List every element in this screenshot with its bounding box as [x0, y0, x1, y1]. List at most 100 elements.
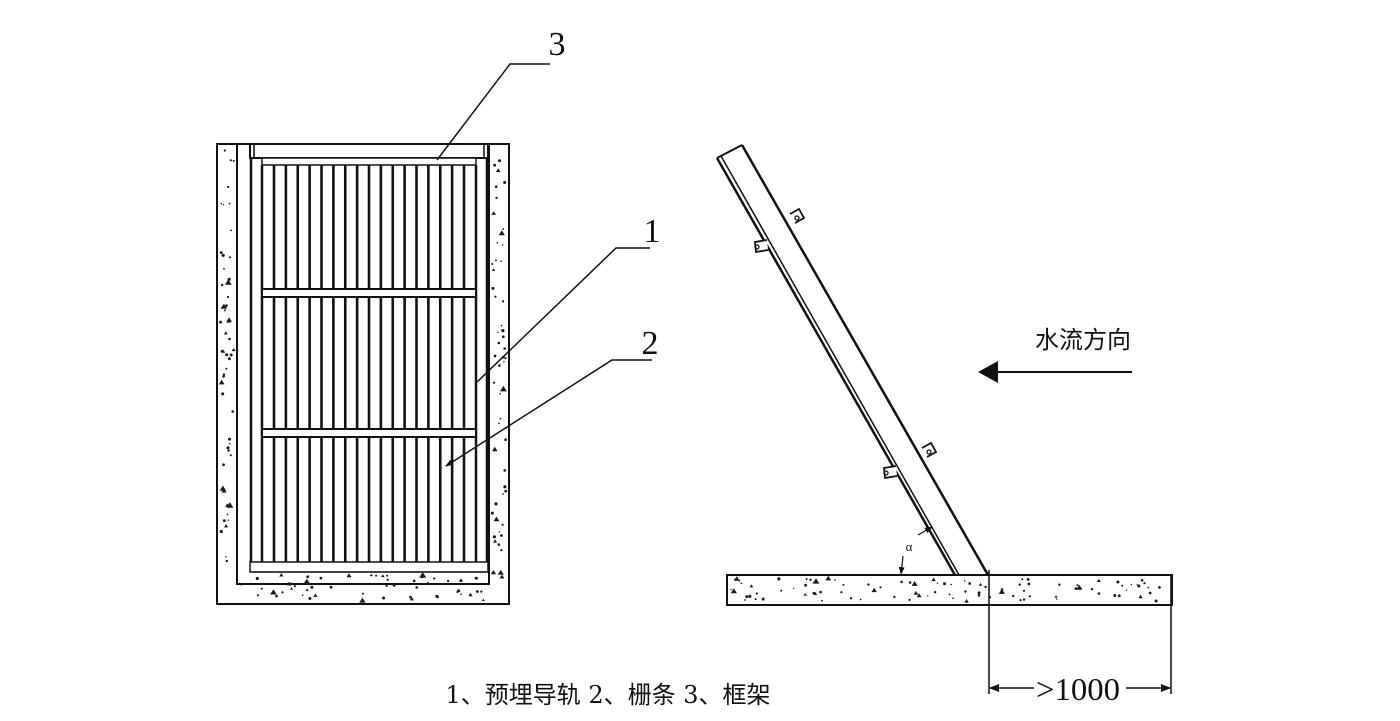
speckle [730, 588, 732, 591]
speckle [480, 590, 483, 593]
speckle [221, 392, 225, 396]
speckle [301, 594, 304, 597]
speckle [221, 253, 225, 257]
speckle [495, 259, 497, 262]
speckle [223, 149, 226, 152]
frame [249, 143, 489, 573]
speckle [310, 585, 314, 589]
speckle [446, 579, 450, 583]
speckle [1138, 594, 1143, 599]
speckle [825, 575, 832, 581]
speckle [1143, 582, 1146, 585]
speckle [809, 578, 812, 581]
speckle [409, 597, 414, 601]
speckle [501, 523, 504, 526]
callout-label-1: 1 [644, 213, 661, 250]
speckle [1018, 583, 1021, 586]
speckle [229, 353, 233, 357]
speckle [500, 260, 502, 263]
speckle [943, 582, 946, 586]
speckle [491, 263, 494, 265]
speckle [228, 442, 231, 445]
speckle [224, 524, 229, 528]
speckle [749, 584, 754, 588]
speckle [240, 584, 243, 586]
speckle [998, 588, 1005, 594]
speckle [260, 587, 263, 590]
concrete-texture [218, 149, 508, 603]
speckle [879, 586, 882, 589]
speckle [734, 576, 740, 581]
speckle [222, 204, 225, 206]
speckle [222, 373, 226, 376]
speckle [231, 348, 236, 352]
speckle [319, 576, 323, 580]
speckle [502, 228, 505, 231]
speckle [497, 543, 501, 546]
speckle [492, 535, 496, 539]
speckle [1022, 598, 1026, 601]
speckle [493, 354, 497, 358]
dimension: >1000 [988, 570, 1172, 707]
speckle [228, 337, 231, 341]
speckle [227, 357, 231, 361]
speckle [964, 590, 967, 593]
speckle [293, 585, 296, 588]
speckle [1113, 594, 1117, 597]
speckle [503, 485, 507, 489]
speckle [984, 585, 987, 589]
speckle [842, 583, 845, 586]
speckle [1054, 595, 1058, 598]
speckle [978, 582, 983, 586]
speckle [255, 576, 259, 581]
speckle [491, 286, 495, 290]
speckle [502, 300, 505, 303]
speckle [849, 597, 853, 600]
speckle [804, 583, 807, 587]
speckle [481, 598, 485, 601]
speckle [908, 581, 912, 584]
speckle [226, 319, 231, 323]
speckle [803, 592, 807, 596]
speckle [279, 573, 284, 577]
speckle [225, 503, 230, 507]
speckle [460, 593, 462, 595]
speckle [792, 587, 795, 590]
speckle [900, 580, 903, 584]
speckle [913, 591, 919, 595]
speckle [219, 529, 223, 534]
speckle [503, 469, 507, 472]
speckle [1130, 583, 1133, 586]
speckle [927, 595, 929, 597]
speckle [1058, 583, 1061, 586]
speckle [381, 574, 385, 578]
speckle [744, 599, 746, 601]
speckle [224, 332, 227, 335]
speckle [499, 417, 502, 420]
speckle [227, 185, 230, 189]
speckle [501, 244, 504, 246]
callout-label-2: 2 [642, 325, 659, 362]
speckle [867, 583, 870, 586]
speckle [964, 599, 969, 603]
speckle [1147, 586, 1150, 589]
speckle [386, 574, 389, 577]
speckle [225, 353, 229, 357]
speckle [281, 591, 284, 594]
speckle [229, 454, 232, 457]
speckle [911, 581, 918, 586]
bracket [754, 239, 769, 254]
speckle [908, 598, 911, 602]
speckle [812, 578, 820, 584]
speckle [931, 577, 936, 582]
speckle [498, 531, 501, 533]
speckle [303, 578, 310, 584]
speckle [1076, 584, 1083, 590]
speckle [761, 597, 765, 601]
speckle [494, 295, 497, 298]
speckle [225, 367, 228, 370]
speckle [257, 594, 260, 597]
speckle [433, 577, 436, 580]
speckle [219, 251, 223, 255]
